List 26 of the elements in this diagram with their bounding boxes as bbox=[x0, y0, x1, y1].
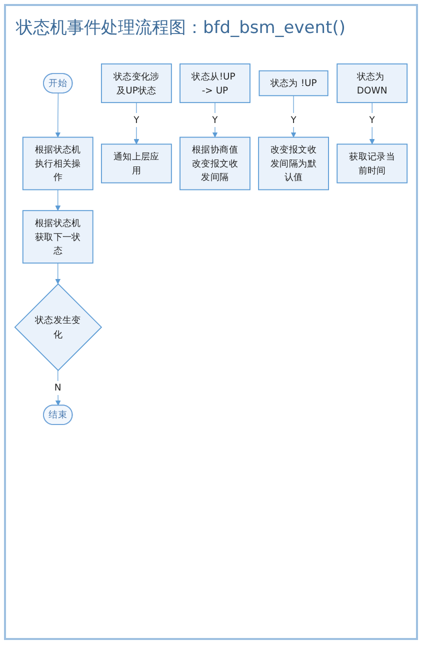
node-box bbox=[258, 70, 328, 96]
node-box bbox=[101, 144, 172, 184]
node-box bbox=[336, 144, 408, 184]
edge-label: N bbox=[54, 382, 62, 394]
arrow bbox=[134, 102, 140, 144]
diagram-title: 状态机事件处理流程图：bfd_bsm_event() bbox=[16, 17, 346, 39]
arrow bbox=[55, 92, 61, 138]
arrow bbox=[369, 102, 375, 144]
node-box bbox=[22, 136, 94, 190]
node-box bbox=[180, 136, 250, 190]
diagram-frame: 状态机事件处理流程图：bfd_bsm_event() N Y Y Y Y 开始 根据状态机执行相关操作 根据状态机获取下一状态 状态发生变化 状态变化涉及UP状态 通知上层应用 状态从!UP -> UP 根据协商值改变报文收发间隔 状态为 !UP 改变报文收发间隔为默认值 状态为 DOWN 获取记录当前时间 结束 bbox=[4, 4, 418, 640]
edge-label: Y bbox=[212, 114, 218, 126]
arrow bbox=[290, 95, 296, 138]
node-box bbox=[22, 210, 94, 264]
arrow bbox=[55, 370, 61, 406]
arrow bbox=[55, 262, 61, 284]
edge-label: Y bbox=[290, 114, 296, 126]
node-diamond bbox=[14, 283, 102, 372]
node-box bbox=[180, 63, 250, 104]
arrow bbox=[212, 102, 218, 138]
edge-label: Y bbox=[134, 114, 140, 126]
arrow bbox=[55, 189, 61, 211]
node-box bbox=[336, 63, 408, 104]
edge-label: Y bbox=[369, 114, 375, 126]
node-box bbox=[101, 63, 172, 104]
node-box bbox=[258, 136, 329, 190]
